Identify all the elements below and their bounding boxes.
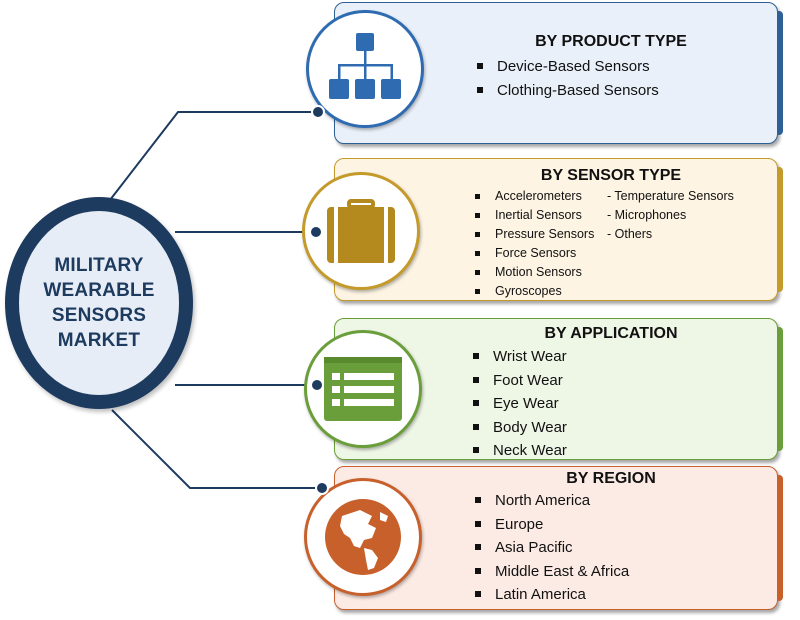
hub-title-line: WEARABLE <box>43 280 155 301</box>
list-item: - Temperature Sensors <box>607 189 734 203</box>
region-icon-badge <box>304 478 422 596</box>
segment-item-list: Wrist Wear Foot Wear Eye Wear Body Wear … <box>473 345 567 463</box>
list-item: Force Sensors <box>474 244 594 263</box>
list-item: Latin America <box>474 583 629 607</box>
list-item: Body Wear <box>473 416 567 440</box>
list-item: - Microphones <box>607 208 687 222</box>
hub-title-line: MILITARY <box>54 255 144 276</box>
list-window-icon <box>324 357 402 421</box>
list-item: Foot Wear <box>473 369 567 393</box>
list-item: Accelerometers <box>474 187 594 206</box>
panel-accent-edge <box>777 167 783 292</box>
connector-dot <box>311 105 325 119</box>
list-item: - Others <box>607 227 653 241</box>
panel-accent-edge <box>777 327 783 451</box>
list-item: Pressure Sensors <box>474 225 594 244</box>
list-item: Neck Wear <box>473 439 567 463</box>
list-item: Inertial Sensors <box>474 206 594 225</box>
list-item: Gyroscopes <box>474 282 594 301</box>
segment-item-list-right: - Temperature Sensors - Microphones - Ot… <box>607 187 734 244</box>
segment-item-list: North America Europe Asia Pacific Middle… <box>474 489 629 607</box>
hub-inner: MILITARY WEARABLE SENSORS MARKET <box>19 211 179 395</box>
hub-title-line: SENSORS <box>51 305 147 326</box>
hierarchy-icon <box>329 33 401 99</box>
list-item: Asia Pacific <box>474 536 629 560</box>
connector-region <box>111 409 322 489</box>
segment-item-list: Device-Based Sensors Clothing-Based Sens… <box>477 55 659 103</box>
segment-title: BY SENSOR TYPE <box>540 167 682 184</box>
hub-title: MILITARY WEARABLE SENSORS MARKET <box>43 253 154 353</box>
segment-title: BY PRODUCT TYPE <box>535 33 687 50</box>
list-item: Device-Based Sensors <box>477 55 659 79</box>
application-icon-badge <box>304 330 422 448</box>
product-type-icon-badge <box>306 10 424 128</box>
list-item: Wrist Wear <box>473 345 567 369</box>
connector-product <box>109 111 318 201</box>
panel-accent-edge <box>777 11 783 135</box>
briefcase-icon <box>327 199 395 263</box>
list-item: Eye Wear <box>473 392 567 416</box>
segment-title: BY APPLICATION <box>544 325 678 342</box>
central-hub: MILITARY WEARABLE SENSORS MARKET <box>5 197 193 409</box>
list-item: Motion Sensors <box>474 263 594 282</box>
list-item: Clothing-Based Sensors <box>477 79 659 103</box>
connector-dot <box>309 225 323 239</box>
connector-dot <box>310 378 324 392</box>
segment-title: BY REGION <box>566 470 656 487</box>
connector-dot <box>315 481 329 495</box>
hub-title-line: MARKET <box>57 330 141 351</box>
list-item: Middle East & Africa <box>474 560 629 584</box>
list-item: North America <box>474 489 629 513</box>
list-item: Europe <box>474 513 629 537</box>
globe-icon <box>325 499 401 575</box>
panel-accent-edge <box>777 475 783 601</box>
segment-item-list-left: Accelerometers Inertial Sensors Pressure… <box>474 187 594 301</box>
